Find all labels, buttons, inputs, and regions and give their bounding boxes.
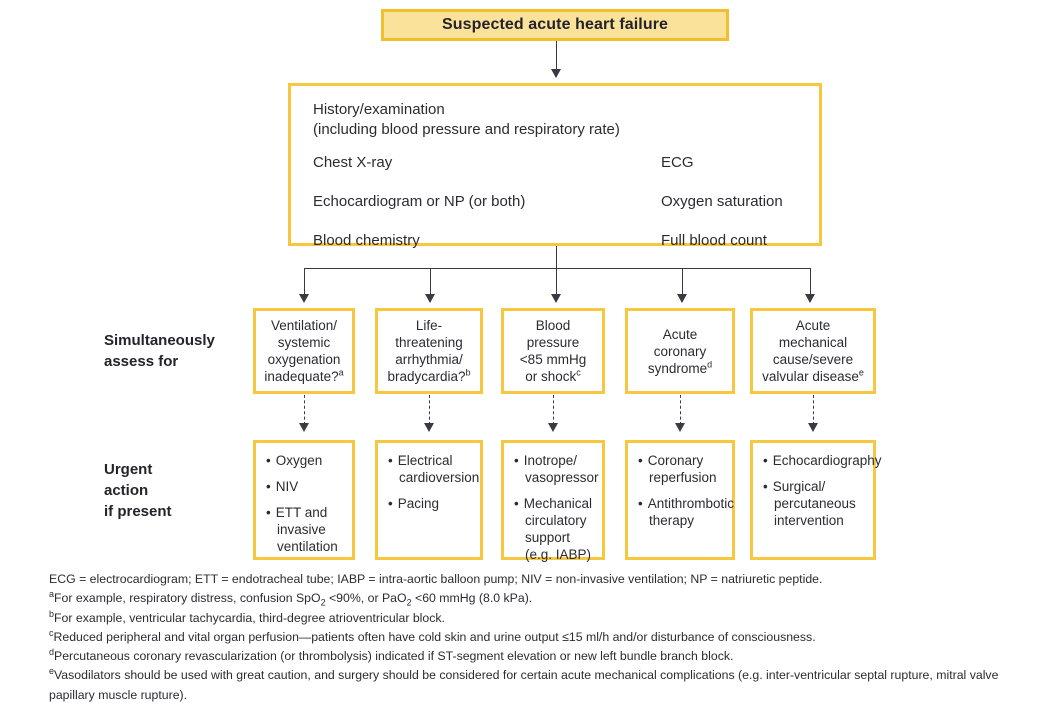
- main-investigations-box: History/examination (including blood pre…: [288, 83, 822, 249]
- action-box-mechanical-actions: Echocardiography Surgical/ percutaneous …: [750, 440, 882, 560]
- action-list-acs: Coronary reperfusion Antithrombotic ther…: [638, 452, 734, 529]
- assess-box-mechanical-cause: Acute mechanical cause/severe valvular d…: [750, 308, 876, 394]
- title-box-suspected-acute-heart-failure: Suspected acute heart failure: [381, 9, 729, 41]
- connector-bus-to-assess-4: [682, 268, 683, 296]
- footnote-a-text: For example, respiratory distress, confu…: [54, 591, 533, 608]
- main-box-heading: History/examination (including blood pre…: [313, 100, 797, 140]
- investigation-chest-xray: Chest X-ray: [313, 154, 393, 171]
- investigation-blood-chemistry: Blood chemistry: [313, 232, 420, 249]
- footnote-label-a: a: [49, 589, 55, 600]
- footnote-label-e: e: [49, 666, 55, 677]
- action-list-ventilation: Oxygen NIV ETT and invasive ventilation: [266, 452, 343, 555]
- connector-assess-1-to-action-1: [304, 395, 305, 425]
- assess-box-arrhythmia: Life-threatening arrhythmia/ bradycardia…: [375, 308, 483, 394]
- action-list-blood-pressure: Inotrope/ vasopressor Mechanical circula…: [514, 452, 599, 563]
- connector-bus-to-assess-5: [810, 268, 811, 296]
- assess-box-ventilation-text: Ventilation/ systemic oxygenation inadeq…: [264, 318, 344, 384]
- footnote-marker-a: a: [338, 367, 344, 378]
- action-list-mechanical: Echocardiography Surgical/ percutaneous …: [763, 452, 882, 529]
- arrowhead-title-to-main: [551, 69, 561, 78]
- arrowhead-assess-2: [425, 294, 435, 303]
- footnote-label-d: d: [49, 647, 55, 658]
- arrowhead-action-3: [548, 423, 558, 432]
- action-item: Oxygen: [266, 452, 343, 469]
- arrowhead-action-5: [808, 423, 818, 432]
- footnote-marker-c: c: [576, 367, 581, 378]
- action-item: Inotrope/ vasopressor: [514, 452, 599, 486]
- action-item: NIV: [266, 478, 343, 495]
- connector-title-to-main: [556, 41, 557, 77]
- arrowhead-assess-1: [299, 294, 309, 303]
- action-box-arrhythmia-actions: Electrical cardioversion Pacing: [375, 440, 483, 560]
- assess-box-blood-pressure: Blood pressure <85 mmHg or shockc: [501, 308, 605, 394]
- assess-box-acute-coronary-syndrome: Acute coronary syndromed: [625, 308, 735, 394]
- connector-bus-to-assess-3: [556, 268, 557, 296]
- action-list-arrhythmia: Electrical cardioversion Pacing: [388, 452, 480, 512]
- investigation-ecg: ECG: [661, 154, 694, 171]
- action-item: Electrical cardioversion: [388, 452, 480, 486]
- action-item: ETT and invasive ventilation: [266, 504, 343, 555]
- footnote-d: dPercutaneous coronary revascularization…: [49, 647, 734, 664]
- arrowhead-assess-4: [677, 294, 687, 303]
- row-label-urgent-action-if-present: Urgent action if present: [104, 461, 172, 520]
- investigation-full-blood-count: Full blood count: [661, 232, 767, 249]
- assess-box-ventilation: Ventilation/ systemic oxygenation inadeq…: [253, 308, 355, 394]
- footnote-marker-b: b: [465, 367, 471, 378]
- connector-assess-5-to-action-5: [813, 395, 814, 425]
- connector-bus-to-assess-2: [430, 268, 431, 296]
- title-box-label: Suspected acute heart failure: [441, 16, 669, 33]
- assess-box-mechanical-text: Acute mechanical cause/severe valvular d…: [762, 318, 864, 384]
- main-box-investigation-grid: Chest X-ray ECG Echocardiogram or NP (or…: [313, 153, 797, 251]
- action-box-ventilation-actions: Oxygen NIV ETT and invasive ventilation: [253, 440, 355, 560]
- footnote-b: bFor example, ventricular tachycardia, t…: [49, 608, 445, 625]
- footnote-e: eVasodilators should be used with great …: [49, 666, 1002, 702]
- investigation-echocardiogram: Echocardiogram or NP (or both): [313, 193, 526, 210]
- action-item: Pacing: [388, 495, 471, 512]
- assess-box-blood-pressure-text: Blood pressure <85 mmHg or shockc: [519, 318, 587, 384]
- footnote-a: aFor example, respiratory distress, conf…: [49, 589, 1034, 608]
- action-item: Mechanical circulatory support (e.g. IAB…: [514, 495, 593, 563]
- footnote-label-c: c: [49, 627, 54, 638]
- action-box-acs-actions: Coronary reperfusion Antithrombotic ther…: [625, 440, 735, 560]
- connector-main-box-stem: [556, 246, 557, 269]
- connector-distribution-bus: [304, 268, 810, 269]
- arrowhead-assess-5: [805, 294, 815, 303]
- footnote-c: cReduced peripheral and vital organ perf…: [49, 627, 816, 644]
- arrowhead-action-1: [299, 423, 309, 432]
- connector-assess-2-to-action-2: [429, 395, 430, 425]
- action-item: Antithrombotic therapy: [638, 495, 734, 529]
- footnote-label-b: b: [49, 608, 55, 619]
- action-item: Coronary reperfusion: [638, 452, 723, 486]
- connector-bus-to-assess-1: [304, 268, 305, 296]
- action-item: Echocardiography: [763, 452, 882, 469]
- action-box-blood-pressure-actions: Inotrope/ vasopressor Mechanical circula…: [501, 440, 605, 563]
- assess-box-acs-text: Acute coronary syndromed: [647, 326, 713, 376]
- row-label-simultaneously-assess-for: Simultaneously assess for: [104, 332, 215, 370]
- arrowhead-action-4: [675, 423, 685, 432]
- footnote-marker-e: e: [858, 367, 864, 378]
- investigation-oxygen-saturation: Oxygen saturation: [661, 193, 783, 210]
- footnotes-block: ECG = electrocardiogram; ETT = endotrach…: [49, 570, 1034, 705]
- footnote-marker-d: d: [707, 359, 713, 369]
- action-item: Surgical/ percutaneous intervention: [763, 478, 864, 529]
- main-box-heading-line-1: History/examination: [313, 101, 445, 118]
- arrowhead-assess-3: [551, 294, 561, 303]
- footnote-abbreviations: ECG = electrocardiogram; ETT = endotrach…: [49, 572, 823, 586]
- arrowhead-action-2: [424, 423, 434, 432]
- connector-assess-4-to-action-4: [680, 395, 681, 425]
- assess-box-arrhythmia-text: Life-threatening arrhythmia/ bradycardia…: [387, 318, 471, 384]
- connector-assess-3-to-action-3: [553, 395, 554, 425]
- main-box-heading-line-2: (including blood pressure and respirator…: [313, 121, 620, 138]
